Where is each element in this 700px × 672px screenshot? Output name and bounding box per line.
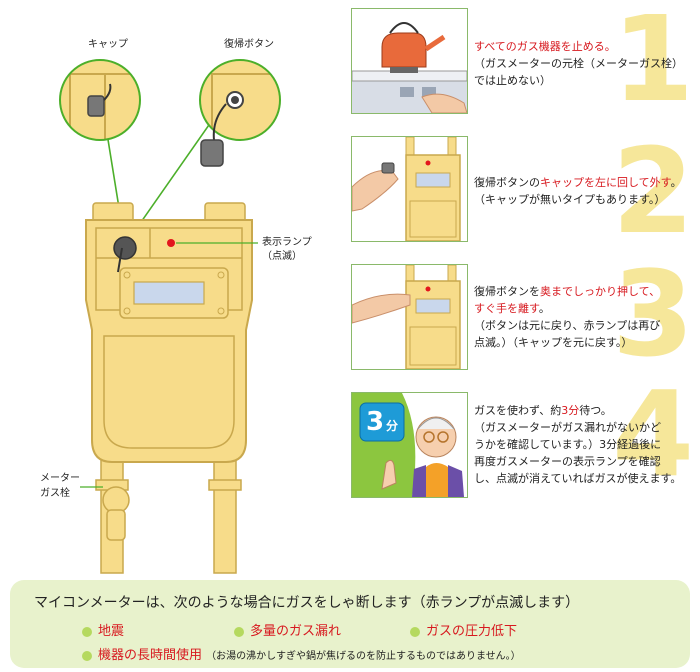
badge-unit: 分 xyxy=(386,419,399,433)
step-2-text: 復帰ボタンのキャップを左に回して外す。 （キャップが無いタイプもあります。） xyxy=(474,174,682,208)
step-3-line-3: （ボタンは元に戻り、赤ランプは再び xyxy=(474,319,661,332)
step-3-line-2: すぐ手を離す。 xyxy=(474,302,550,315)
step-4-illustration: 3 分 xyxy=(351,392,468,498)
display-window xyxy=(133,281,205,305)
condition-pressure-drop: ガスの圧力低下 xyxy=(410,620,517,639)
hanging-cap xyxy=(200,139,224,167)
step-1-line-3: では止めない） xyxy=(474,74,551,87)
banner-title: マイコンメーターは、次のような場合にガスをしゃ断します（赤ランプが点滅します） xyxy=(34,595,580,611)
badge-number: 3 xyxy=(366,407,385,437)
hand-icon xyxy=(381,459,397,490)
shutoff-conditions-banner: マイコンメーターは、次のような場合にガスをしゃ断します（赤ランプが点滅します） … xyxy=(10,580,690,668)
step-3-illustration xyxy=(351,264,468,370)
bullet-icon xyxy=(82,650,92,661)
condition-gas-leak: 多量のガス漏れ xyxy=(234,620,341,639)
hand-icon xyxy=(421,93,467,113)
step-3-line-4: 点滅。）（キャップを元に戻す。） xyxy=(474,336,633,349)
gas-valve xyxy=(102,486,130,541)
zoom-cap xyxy=(59,59,141,141)
condition-earthquake: 地震 xyxy=(82,620,124,639)
step-1-line-1: すべてのガス機器を止める。 xyxy=(474,40,616,53)
label-indicator-lamp: 表示ランプ xyxy=(262,237,312,248)
label-reset-button: 復帰ボタン xyxy=(224,39,274,50)
zoom-reset-button xyxy=(199,59,281,141)
step-1-illustration xyxy=(351,8,468,114)
hand-icon xyxy=(352,169,399,212)
step-4-line-2: （ガスメーターがガス漏れがないかど xyxy=(474,421,661,434)
hand-icon xyxy=(352,293,411,324)
bullet-icon xyxy=(410,626,420,637)
meter-lower-cover xyxy=(103,335,235,449)
three-minute-badge xyxy=(359,402,405,442)
screws xyxy=(123,271,225,315)
step-3-text: 復帰ボタンを奥までしっかり押して、 すぐ手を離す。 （ボタンは元に戻り、赤ランプ… xyxy=(474,283,660,351)
step-2-line-2: （キャップが無いタイプもあります。） xyxy=(474,193,666,206)
step-2-line-1: 復帰ボタンのキャップを左に回して外す。 xyxy=(474,176,682,189)
reset-button-on-meter xyxy=(113,236,137,260)
step-4-line-3: うかを確認しています。）3分経過後に xyxy=(474,438,662,451)
condition-note: （お湯の沸かしすぎや鍋が焦げるのを防止するものではありません。） xyxy=(206,651,521,662)
step-4-line-5: し、点滅が消えていればガスが使えます。 xyxy=(474,472,682,485)
step-4-line-1: ガスを使わず、約3分待つ。 xyxy=(474,404,612,417)
step-1-line-2: （ガスメーターの元栓（メーターガス栓） xyxy=(474,57,683,70)
step-number-3: 3 xyxy=(612,245,695,383)
label-meter-valve-2: ガス栓 xyxy=(40,488,70,499)
step-4-text: ガスを使わず、約3分待つ。 （ガスメーターがガス漏れがないかど うかを確認してい… xyxy=(474,402,681,487)
label-indicator-lamp-sub: （点滅） xyxy=(262,251,302,262)
indicator-lamp xyxy=(167,239,175,247)
bullet-icon xyxy=(82,626,92,637)
step-number-1: 1 xyxy=(612,0,695,128)
kettle-icon xyxy=(381,32,427,68)
bullet-icon xyxy=(234,626,244,637)
step-3-line-1: 復帰ボタンを奥までしっかり押して、 xyxy=(474,285,661,298)
step-number-2: 2 xyxy=(612,122,695,260)
step-4-line-4: 再度ガスメーターの表示ランプを確認 xyxy=(474,455,661,468)
label-meter-valve-1: メーター xyxy=(40,473,80,484)
condition-long-use: 機器の長時間使用 （お湯の沸かしすぎや鍋が焦げるのを防止するものではありません。… xyxy=(82,644,521,663)
step-1-text: すべてのガス機器を止める。 （ガスメーターの元栓（メーターガス栓） では止めない… xyxy=(474,38,683,89)
step-number-4: 4 xyxy=(612,365,695,503)
step-2-illustration xyxy=(351,136,468,242)
label-cap: キャップ xyxy=(88,39,128,50)
gas-meter-diagram xyxy=(59,59,281,574)
